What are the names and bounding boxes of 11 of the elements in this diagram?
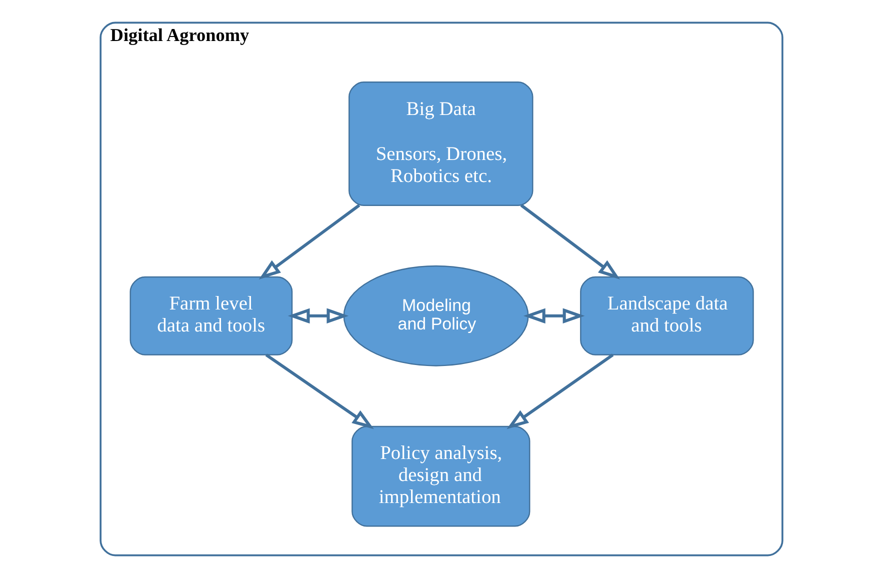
- arrow: [287, 308, 348, 324]
- node-box: Landscape data and tools: [580, 276, 754, 356]
- arrow: [506, 354, 614, 430]
- arrow: [258, 204, 360, 280]
- node-box: Farm level data and tools: [129, 276, 292, 356]
- arrow: [522, 308, 584, 324]
- arrow: [264, 354, 374, 430]
- node-box: Big Data Sensors, Drones, Robotics etc.: [348, 82, 533, 206]
- arrow: [520, 204, 620, 280]
- node-ellipse: Modeling and Policy: [342, 265, 528, 366]
- node-box: Policy analysis, design and implementation: [351, 426, 530, 527]
